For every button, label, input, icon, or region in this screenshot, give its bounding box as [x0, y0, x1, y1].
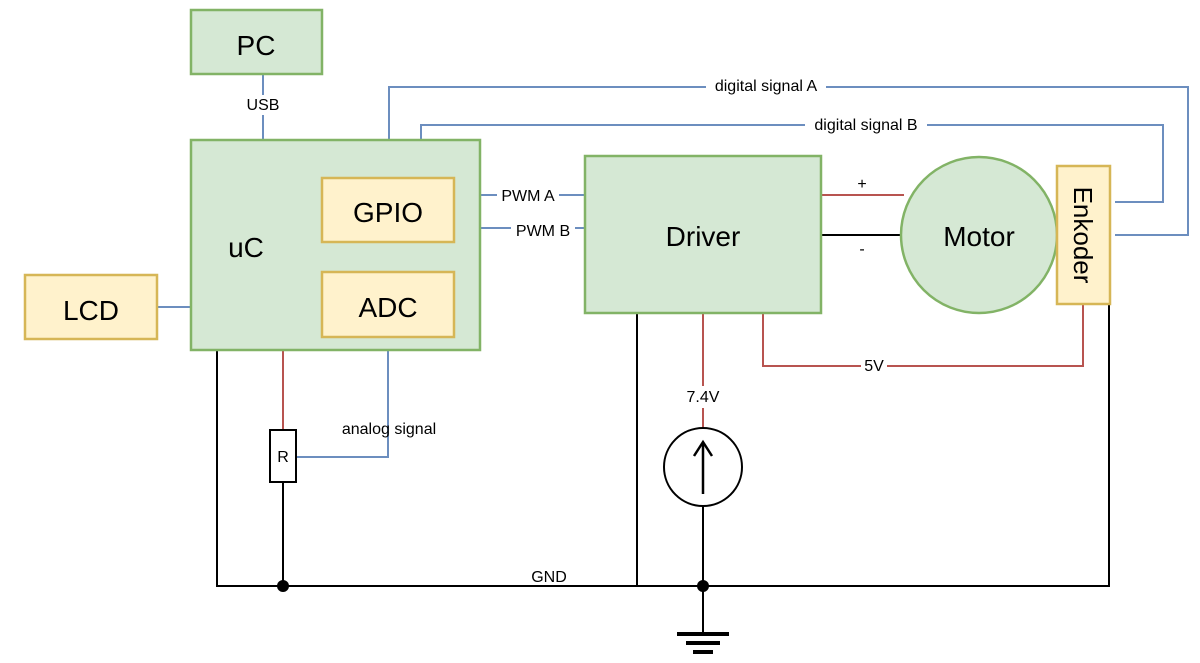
lcd-block: LCD	[23, 273, 159, 341]
uc-label: uC	[228, 232, 264, 263]
driver-block: Driver	[583, 154, 823, 315]
usb-label: USB	[247, 97, 280, 114]
gnd-junction-right	[697, 580, 709, 592]
resistor: R	[269, 429, 297, 483]
uc-gnd-wire	[216, 350, 637, 587]
5v-label: 5V	[864, 358, 884, 375]
adc-block: ADC	[320, 270, 456, 339]
encoder-5v-wire	[762, 305, 1084, 367]
voltage-source	[663, 427, 743, 507]
adc-label: ADC	[358, 292, 417, 323]
driver-gnd-wire	[636, 305, 1110, 587]
gnd-junction-left	[277, 580, 289, 592]
driver-label: Driver	[666, 221, 741, 252]
enkoder-block: Enkoder	[1055, 164, 1112, 306]
pc-block: PC	[189, 8, 324, 76]
minus-label: -	[859, 241, 864, 258]
enkoder-label: Enkoder	[1068, 187, 1098, 284]
analog-signal-wire	[296, 337, 389, 458]
resistor-label: R	[277, 449, 289, 466]
gpio-block: GPIO	[320, 176, 456, 244]
pwm-b-label: PWM B	[516, 223, 570, 240]
digital-signal-a-wire	[388, 86, 1189, 236]
digital-signal-b-label: digital signal B	[814, 117, 917, 134]
gnd-label: GND	[531, 569, 567, 586]
motor-block: Motor	[899, 155, 1059, 315]
7v4-label: 7.4V	[687, 389, 720, 406]
digital-signal-a-label: digital signal A	[715, 78, 818, 95]
pwm-a-label: PWM A	[501, 188, 555, 205]
pc-label: PC	[237, 30, 276, 61]
plus-label: +	[857, 176, 866, 193]
analog-signal-label: analog signal	[342, 421, 436, 438]
gpio-label: GPIO	[353, 197, 423, 228]
ground-symbol	[677, 632, 729, 654]
motor-label: Motor	[943, 221, 1015, 252]
lcd-label: LCD	[63, 295, 119, 326]
